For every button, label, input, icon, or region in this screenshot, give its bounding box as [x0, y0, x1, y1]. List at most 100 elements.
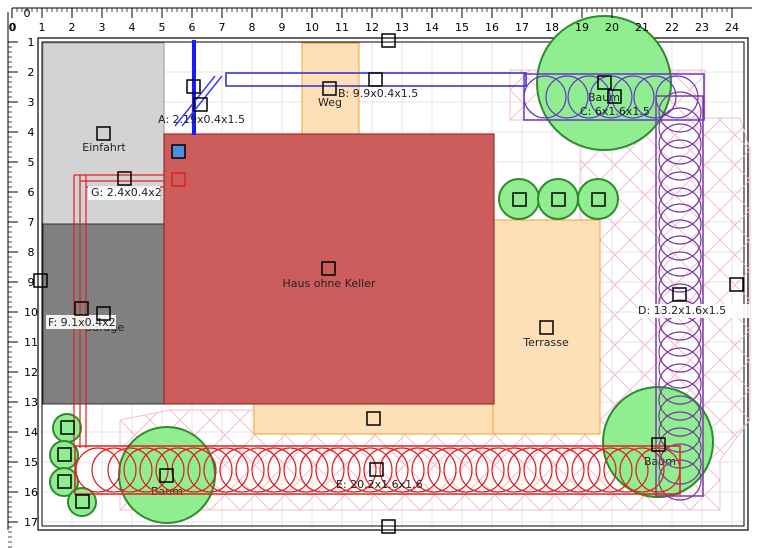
ruler-tick-label: 8 [249, 21, 256, 34]
ruler-tick-label: 4 [129, 21, 136, 34]
trench-ring [658, 251, 702, 293]
area-garage[interactable]: Garage [42, 223, 165, 405]
trench-ring [123, 447, 169, 493]
ruler-tick-label: 13 [395, 21, 409, 34]
tree-right[interactable]: Baum [602, 386, 714, 498]
handle-marker[interactable] [171, 172, 186, 187]
handle-marker[interactable] [381, 519, 396, 534]
shrub[interactable] [67, 487, 97, 517]
handle-marker[interactable] [729, 277, 744, 292]
trench-ring [658, 235, 702, 277]
ruler-tick-label: 24 [725, 21, 739, 34]
handle-marker[interactable] [57, 447, 72, 462]
ruler-tick-label: 3 [99, 21, 106, 34]
trench-ring [658, 187, 702, 229]
handle-marker[interactable] [60, 420, 75, 435]
shrub[interactable] [498, 178, 540, 220]
ruler-tick-label: 12 [365, 21, 379, 34]
trench-e[interactable]: E: 20.2x1.6x1.6 [74, 445, 681, 495]
trench-ring [539, 447, 585, 493]
handle-marker[interactable] [193, 97, 208, 112]
handle-marker[interactable] [551, 192, 566, 207]
ruler-tick-label: 22 [665, 21, 679, 34]
trench-ring [267, 447, 313, 493]
trench-ring [187, 447, 233, 493]
ruler-tick-label: 12 [24, 366, 38, 379]
ruler-tick-label: 23 [695, 21, 709, 34]
trench-ring [475, 447, 521, 493]
trench-ring [75, 447, 121, 493]
handle-marker[interactable] [33, 273, 48, 288]
handle-marker[interactable] [57, 474, 72, 489]
trench-f[interactable]: F: 9.1x0.4x2 [46, 175, 116, 448]
area-haus[interactable]: Haus ohne Keller [163, 133, 495, 405]
ruler-tick-label: 5 [28, 156, 35, 169]
trench-ring [155, 447, 201, 493]
ruler-tick-label: 5 [159, 21, 166, 34]
markers [33, 33, 744, 534]
handle-marker[interactable] [381, 33, 396, 48]
handle-marker[interactable] [96, 126, 111, 141]
handle-marker[interactable] [75, 494, 90, 509]
handle-marker[interactable] [366, 411, 381, 426]
area-weg-label: Weg [318, 96, 342, 109]
shrub[interactable] [52, 413, 82, 443]
shrub[interactable] [537, 178, 579, 220]
ruler-tick-label: 1 [28, 36, 35, 49]
trench-f-label: F: 9.1x0.4x2 [48, 316, 116, 329]
handle-marker[interactable] [651, 437, 666, 452]
trench-ring [411, 447, 457, 493]
trench-ring [299, 447, 345, 493]
trench-g[interactable]: G: 2.4x0.4x2 [74, 174, 164, 200]
ruler-tick-label: 16 [24, 486, 38, 499]
trench-c[interactable]: C: 6x1.6x1.5 [523, 73, 705, 121]
trench-e-label: E: 20.2x1.6x1.6 [336, 478, 423, 491]
trench-ring [658, 379, 702, 421]
trench-ring [658, 91, 702, 133]
handle-marker[interactable] [591, 192, 606, 207]
trench-ring [379, 447, 425, 493]
ruler-tick-label: 16 [485, 21, 499, 34]
ruler-tick-label: 9 [279, 21, 286, 34]
shrub[interactable] [577, 178, 619, 220]
trench-ring [91, 447, 137, 493]
handle-marker[interactable] [672, 287, 687, 302]
handle-marker[interactable] [607, 89, 622, 104]
trench-ring [459, 447, 505, 493]
trench-ring [658, 347, 702, 389]
ruler-tick-label: 6 [189, 21, 196, 34]
trench-ring [567, 75, 611, 119]
ruler-tick-label: 15 [24, 456, 38, 469]
handle-marker[interactable] [159, 468, 174, 483]
handle-marker[interactable] [597, 75, 612, 90]
area-haus-label: Haus ohne Keller [283, 277, 376, 290]
ruler-tick-label: 19 [575, 21, 589, 34]
handle-marker[interactable] [171, 144, 186, 159]
ruler-tick-label: 7 [219, 21, 226, 34]
trench-a[interactable]: A: 2.19x0.4x1.5 [158, 40, 245, 135]
trench-ring [658, 203, 702, 245]
trench-ring [315, 447, 361, 493]
trench-ring [395, 447, 441, 493]
area-terrasse[interactable]: Terrasse [492, 219, 601, 435]
ruler-tick-label: 21 [635, 21, 649, 34]
ruler-tick-label: 17 [24, 516, 38, 529]
handle-marker[interactable] [539, 320, 554, 335]
trench-d[interactable]: D: 13.2x1.6x1.5 [638, 91, 750, 501]
handle-marker[interactable] [117, 171, 132, 186]
handle-marker[interactable] [186, 79, 201, 94]
handle-marker[interactable] [96, 306, 111, 321]
handle-marker[interactable] [368, 72, 383, 87]
trench-ring [507, 447, 553, 493]
ruler-tick-label: 11 [335, 21, 349, 34]
ruler-tick-label: 1 [39, 21, 46, 34]
handle-marker[interactable] [512, 192, 527, 207]
handle-marker[interactable] [74, 301, 89, 316]
handle-marker[interactable] [322, 81, 337, 96]
trench-ring [658, 395, 702, 437]
handle-marker[interactable] [321, 261, 336, 276]
trench-ring [331, 447, 377, 493]
trench-ring [658, 363, 702, 405]
handle-marker[interactable] [369, 462, 384, 477]
